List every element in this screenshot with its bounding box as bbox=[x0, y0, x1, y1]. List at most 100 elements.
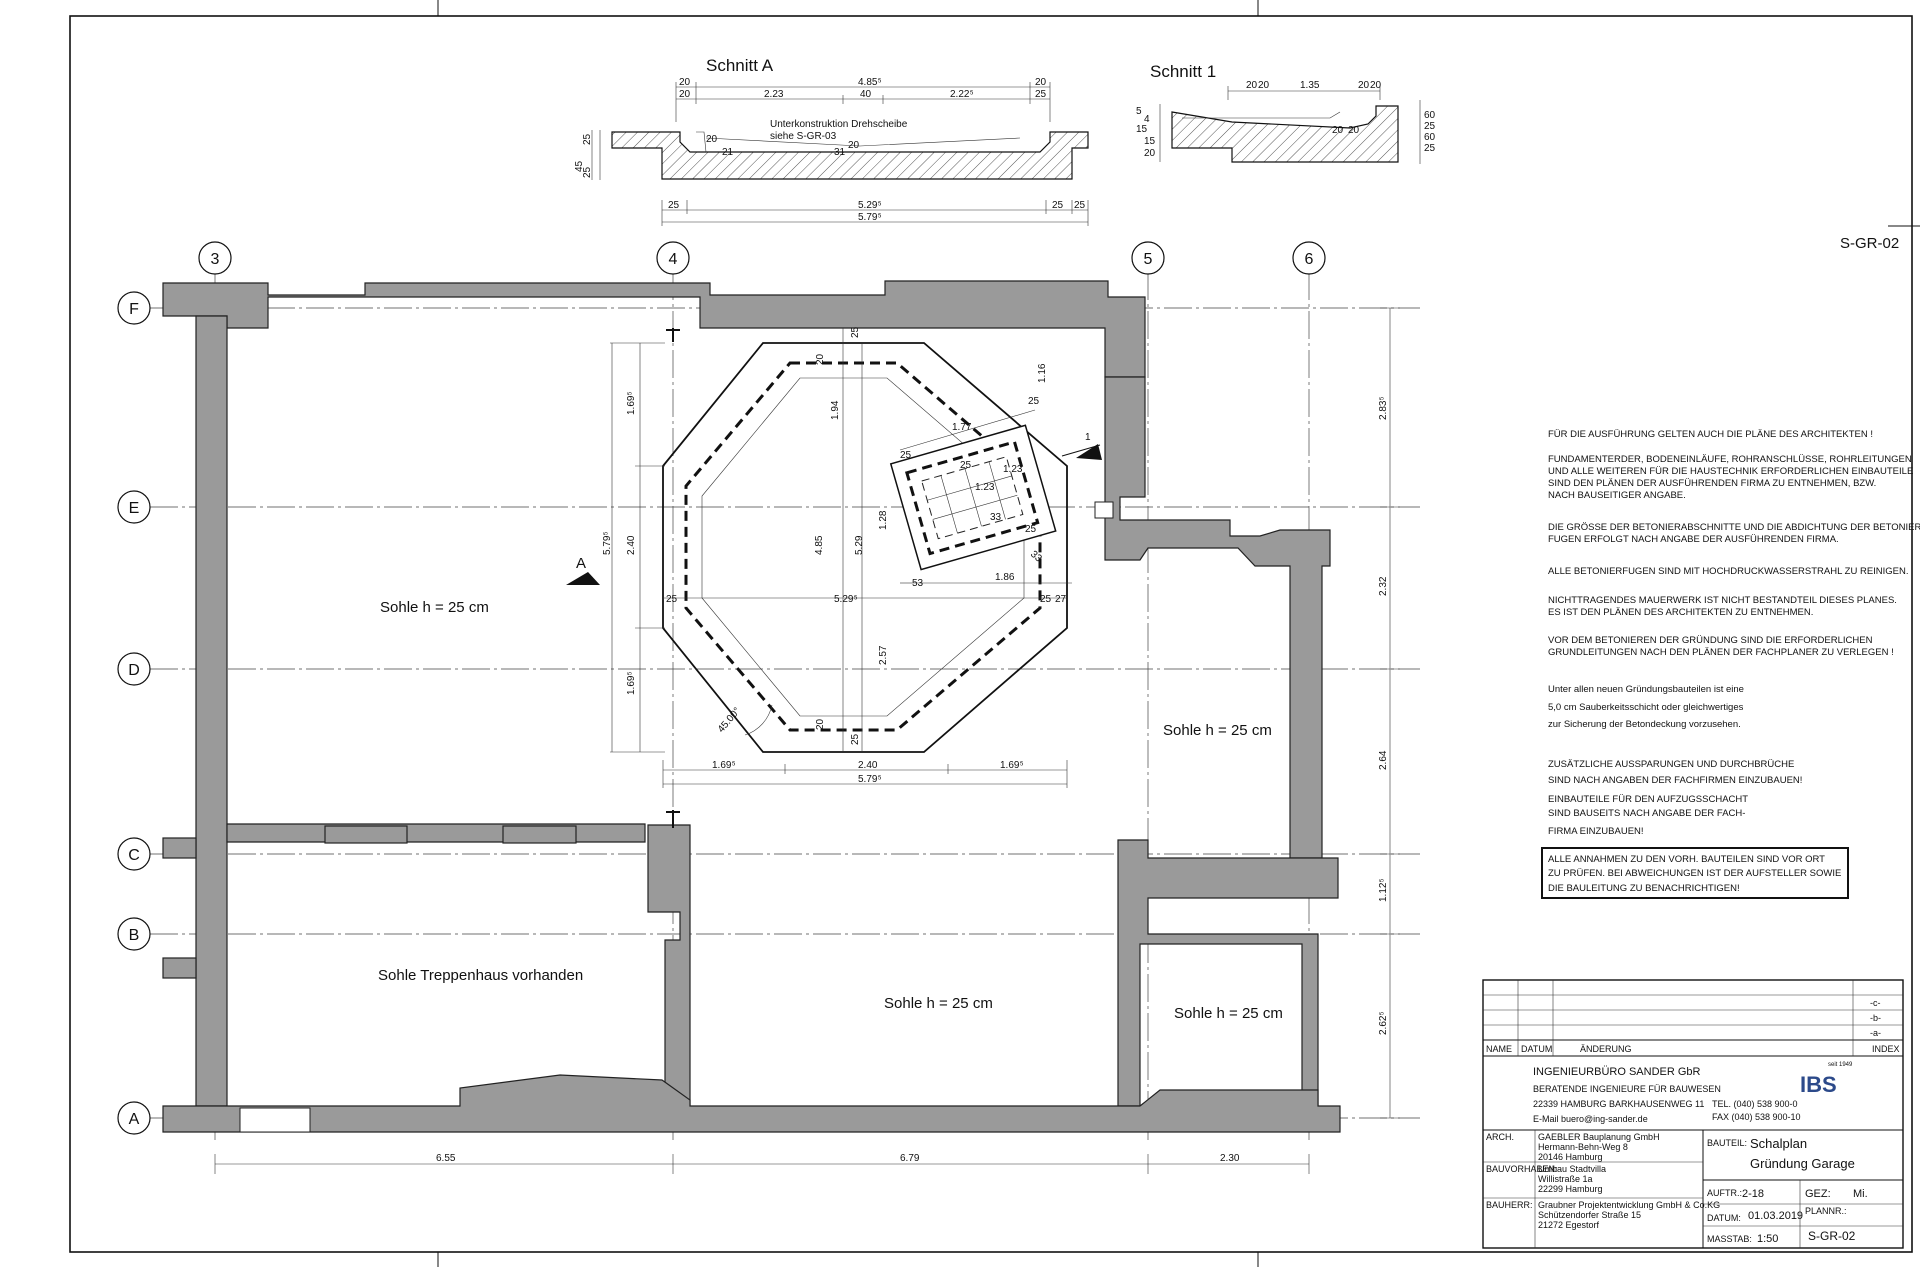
column-header: NAME bbox=[1486, 1044, 1512, 1054]
dim-label: 25 bbox=[582, 133, 593, 145]
firm-address: 22339 HAMBURG BARKHAUSENWEG 11 bbox=[1533, 1099, 1704, 1109]
dim-label: 20 bbox=[1358, 80, 1370, 91]
dim-label: 1.69⁵ bbox=[626, 671, 637, 695]
dim-label: 2.22⁵ bbox=[950, 89, 974, 100]
dim-label: 20 bbox=[1144, 148, 1156, 159]
dim-label: 25 bbox=[1025, 524, 1037, 535]
note-line: SIND DEN PLÄNEN DER AUSFÜHRENDEN FIRMA Z… bbox=[1548, 478, 1876, 489]
dim-label: 1.86 bbox=[995, 572, 1015, 583]
opening bbox=[1094, 501, 1114, 519]
dim-label: 25 bbox=[666, 594, 678, 605]
dim-label: 2.32 bbox=[1378, 576, 1389, 596]
dim-label: 25 bbox=[1035, 89, 1047, 100]
wall-right-lower bbox=[1117, 839, 1339, 1107]
dim-label: 20 bbox=[1035, 77, 1047, 88]
note-line: ALLE BETONIERFUGEN SIND MIT HOCHDRUCKWAS… bbox=[1548, 566, 1909, 577]
grid-label: 5 bbox=[1144, 251, 1153, 268]
dim-label: 25 bbox=[850, 733, 861, 745]
column-header: DATUM bbox=[1521, 1044, 1552, 1054]
grid-label: 6 bbox=[1305, 251, 1314, 268]
right-dimensions: 2.83⁵ 2.32 2.64 1.12⁵ 2.62⁵ bbox=[1378, 307, 1400, 1119]
project-line: 22299 Hamburg bbox=[1538, 1184, 1603, 1194]
note-line: SIND BAUSEITS NACH ANGABE DER FACH- bbox=[1548, 808, 1745, 819]
dim-label: 25 bbox=[582, 166, 593, 178]
note-line: DIE GRÖSSE DER BETONIERABSCHNITTE UND DI… bbox=[1548, 522, 1920, 533]
dim-label: 20 bbox=[1332, 125, 1344, 136]
section-a-profile bbox=[611, 131, 1089, 180]
note-line: NACH BAUSEITIGER ANGABE. bbox=[1548, 490, 1686, 501]
room-label: Sohle Treppenhaus vorhanden bbox=[378, 967, 583, 984]
note-line: FUNDAMENTERDER, BODENEINLÄUFE, ROHRANSCH… bbox=[1548, 454, 1912, 465]
dim-label: 2.57 bbox=[878, 645, 889, 665]
turntable-dashed bbox=[684, 361, 1042, 732]
wall-grid-5 bbox=[1104, 376, 1331, 859]
dim-label: 1.16 bbox=[1037, 363, 1048, 383]
dim-label: 1.35 bbox=[1300, 80, 1320, 91]
note-line: VOR DEM BETONIEREN DER GRÜNDUNG SIND DIE… bbox=[1548, 635, 1873, 646]
note-line: FÜR DIE AUSFÜHRUNG GELTEN AUCH DIE PLÄNE… bbox=[1548, 429, 1873, 440]
dim-label: 1.23 bbox=[1003, 464, 1023, 475]
dim-label: 4 bbox=[1144, 114, 1150, 125]
grid-bubble bbox=[1131, 241, 1165, 275]
dim-label: 6.79 bbox=[900, 1153, 920, 1164]
firm-fax: FAX (040) 538 900-10 bbox=[1712, 1112, 1801, 1122]
grid-label: A bbox=[129, 1111, 140, 1128]
warning-box bbox=[1541, 847, 1849, 899]
dim-label: 25 bbox=[850, 326, 861, 338]
dim-label: 2.83⁵ bbox=[1378, 396, 1389, 420]
dim-label: 1.69⁵ bbox=[626, 391, 637, 415]
note-line: zur Sicherung der Betondeckung vorzusehe… bbox=[1548, 719, 1741, 730]
room-label: Sohle h = 25 cm bbox=[380, 599, 489, 616]
grid-bubble bbox=[198, 241, 232, 275]
grid-label: D bbox=[128, 662, 140, 679]
section-1-title: Schnitt 1 bbox=[1150, 62, 1216, 81]
dim-label: 5 bbox=[1136, 106, 1142, 117]
project-line: Willistraße 1a bbox=[1538, 1174, 1593, 1184]
dim-label: 25 bbox=[960, 460, 972, 471]
field-label: ARCH. bbox=[1486, 1132, 1514, 1142]
dim-label: 31 bbox=[834, 147, 846, 158]
dim-label: 5.79⁵ bbox=[602, 531, 613, 555]
grid-bubbles: 3 4 5 6 F E D C B A bbox=[117, 241, 1326, 1135]
section-1: Schnitt 1 20 20 1.35 20 20 20 20 5 4 15 … bbox=[1136, 62, 1436, 164]
dim-label: 20 bbox=[815, 718, 826, 730]
dim-label: 20 bbox=[1370, 80, 1382, 91]
bottom-dimensions: 6.55 6.79 2.30 bbox=[214, 1153, 1310, 1174]
dim-label: 20 bbox=[706, 134, 718, 145]
drawing-date: 01.03.2019 bbox=[1748, 1210, 1803, 1222]
note-line: ZUSÄTZLICHE AUSSPARUNGEN UND DURCHBRÜCHE bbox=[1548, 759, 1794, 770]
dim-label: 5.79⁵ bbox=[858, 212, 882, 223]
dim-label: 20 bbox=[1258, 80, 1270, 91]
dim-label: 20 bbox=[679, 89, 691, 100]
wall-left bbox=[195, 315, 228, 1107]
grid-label: F bbox=[129, 301, 139, 318]
pit bbox=[889, 424, 1057, 571]
column-header: ÄNDERUNG bbox=[1580, 1044, 1632, 1054]
grid-bubble bbox=[117, 652, 151, 686]
component-title: Gründung Garage bbox=[1750, 1156, 1855, 1171]
dim-label: 5.29 bbox=[854, 535, 865, 555]
dim-label: 20 bbox=[1348, 125, 1360, 136]
note-line: 5,0 cm Sauberkeitsschicht oder gleichwer… bbox=[1548, 702, 1744, 713]
dim-label: 60 bbox=[1424, 110, 1436, 121]
dim-label: 25 bbox=[1074, 200, 1086, 211]
section-marker-label: 1 bbox=[1085, 432, 1091, 443]
wall-c bbox=[226, 823, 646, 843]
dim-label: 2.64 bbox=[1378, 750, 1389, 770]
section-a-note: siehe S-GR-03 bbox=[770, 131, 837, 142]
note-line: ALLE ANNAHMEN ZU DEN VORH. BAUTEILEN SIN… bbox=[1548, 854, 1825, 865]
wall-stub bbox=[162, 837, 197, 859]
arch-line: Hermann-Behn-Weg 8 bbox=[1538, 1142, 1628, 1152]
field-label: DATUM: bbox=[1707, 1213, 1741, 1223]
dim-label: 2.40 bbox=[858, 760, 878, 771]
grid-label: C bbox=[128, 847, 140, 864]
dim-label: 20 bbox=[848, 140, 860, 151]
dim-label: 20 bbox=[679, 77, 691, 88]
firm-name: INGENIEURBÜRO SANDER GbR bbox=[1533, 1066, 1701, 1078]
logo-text: IBS bbox=[1800, 1072, 1837, 1097]
field-label: PLANNR.: bbox=[1805, 1206, 1847, 1216]
field-label: MASSTAB: bbox=[1707, 1234, 1752, 1244]
grid-bubble bbox=[117, 490, 151, 524]
dim-label: 27 bbox=[1055, 594, 1067, 605]
section-arrow-icon bbox=[566, 572, 600, 585]
